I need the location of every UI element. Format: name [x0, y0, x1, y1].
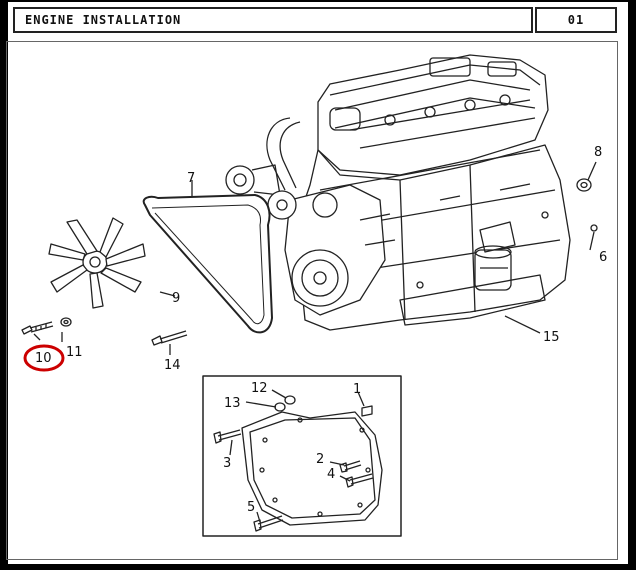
- engine-block: [266, 54, 571, 331]
- timing-cover: [241, 411, 383, 526]
- callout-8: 8: [594, 145, 602, 160]
- page-title: ENGINE INSTALLATION: [13, 7, 533, 33]
- callout-10: 10: [35, 351, 52, 366]
- crank-pulley: [291, 249, 349, 307]
- drawing-frame: [6, 41, 618, 560]
- alternator: [225, 164, 281, 196]
- bolt-10: [21, 321, 54, 335]
- bolt-14: [151, 330, 188, 346]
- callout-11: 11: [66, 345, 83, 360]
- callout-4: 4: [327, 467, 335, 482]
- detail-inset-frame: [202, 375, 402, 537]
- callout-5: 5: [247, 500, 255, 515]
- page-number: 01: [535, 7, 617, 33]
- highlight-circle: [23, 344, 65, 372]
- plug-8: [576, 178, 592, 192]
- callout-14: 14: [164, 358, 181, 373]
- cooling-fan: [48, 217, 146, 309]
- callout-2: 2: [316, 452, 324, 467]
- callout-15: 15: [543, 330, 560, 345]
- v-belt: [142, 194, 273, 334]
- pin-6: [590, 224, 598, 232]
- callout-9: 9: [172, 291, 180, 306]
- callout-13: 13: [224, 396, 241, 411]
- callout-3: 3: [223, 456, 231, 471]
- callout-1: 1: [353, 382, 361, 397]
- water-pump-pulley: [267, 190, 297, 220]
- callout-7: 7: [187, 171, 195, 186]
- callout-6: 6: [599, 250, 607, 265]
- callout-12: 12: [251, 381, 268, 396]
- washer-11: [60, 317, 72, 327]
